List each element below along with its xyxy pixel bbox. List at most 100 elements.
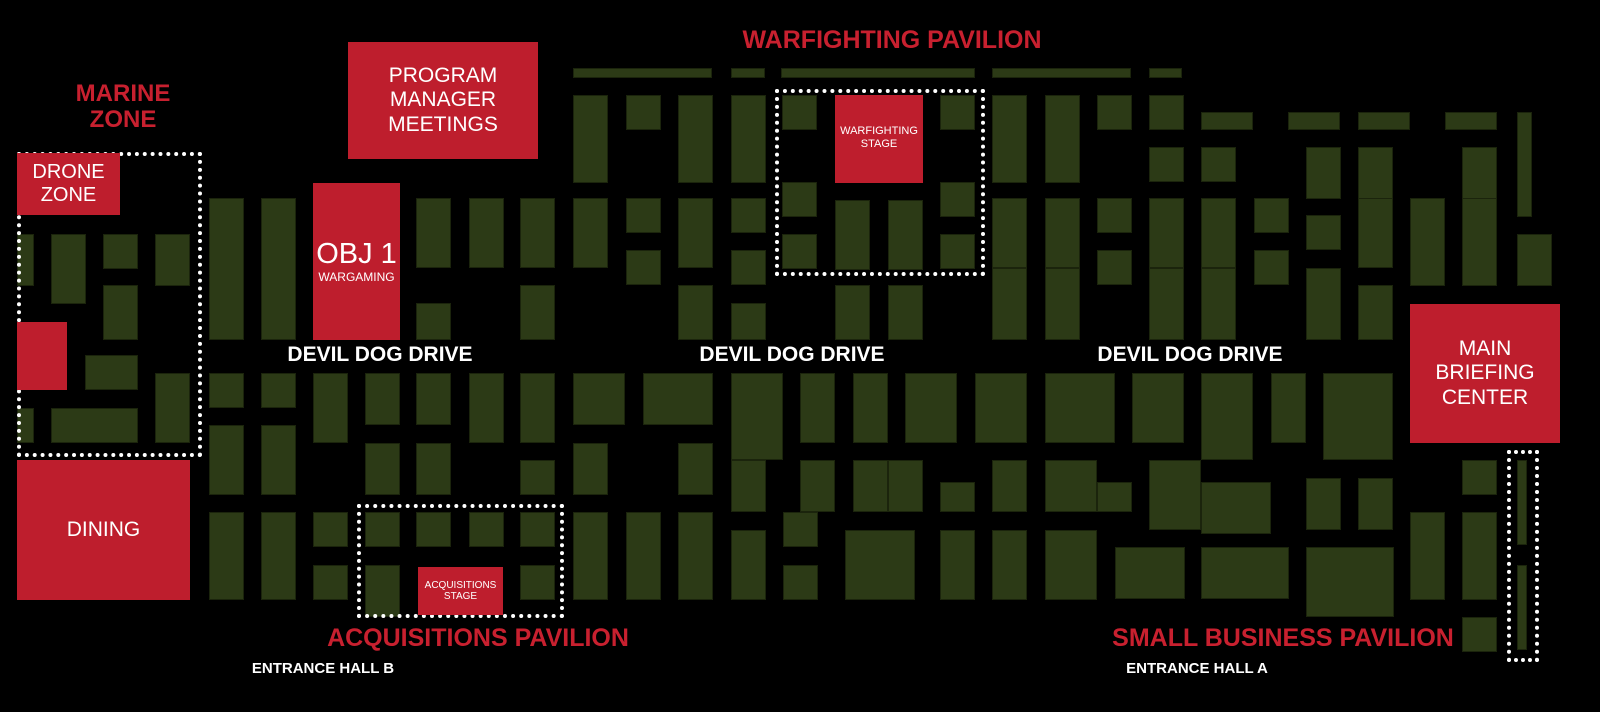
booth[interactable] (1462, 617, 1497, 652)
booth[interactable] (643, 373, 713, 425)
booth[interactable] (992, 68, 1131, 78)
booth[interactable] (520, 512, 555, 547)
booth[interactable] (1410, 512, 1445, 600)
main-briefing-center[interactable]: MAIN BRIEFING CENTER (1410, 304, 1560, 443)
booth[interactable] (992, 95, 1027, 183)
booth[interactable] (940, 95, 975, 130)
booth[interactable] (1445, 112, 1497, 130)
booth[interactable] (992, 530, 1027, 600)
booth[interactable] (313, 373, 348, 443)
booth[interactable] (731, 95, 766, 183)
booth[interactable] (1149, 68, 1182, 78)
booth[interactable] (1045, 95, 1080, 183)
warfighting-stage[interactable]: WARFIGHTING STAGE (835, 95, 923, 183)
dining-area[interactable]: DINING (17, 460, 190, 600)
booth[interactable] (800, 460, 835, 512)
booth[interactable] (1254, 250, 1289, 285)
booth[interactable] (678, 512, 713, 600)
booth[interactable] (731, 198, 766, 233)
booth[interactable] (888, 460, 923, 512)
booth[interactable] (261, 373, 296, 408)
booth[interactable] (1462, 460, 1497, 495)
booth[interactable] (905, 373, 957, 443)
booth[interactable] (835, 200, 870, 270)
booth[interactable] (782, 234, 817, 269)
booth[interactable] (1149, 147, 1184, 182)
booth[interactable] (1149, 268, 1184, 340)
booth[interactable] (1306, 147, 1341, 199)
booth[interactable] (1517, 565, 1527, 650)
booth[interactable] (800, 373, 835, 443)
booth[interactable] (209, 198, 244, 340)
booth[interactable] (1097, 95, 1132, 130)
booth[interactable] (17, 408, 34, 443)
booth[interactable] (1201, 112, 1253, 130)
booth[interactable] (416, 373, 451, 425)
booth[interactable] (1201, 373, 1253, 460)
booth[interactable] (155, 234, 190, 286)
booth[interactable] (845, 530, 915, 600)
booth[interactable] (626, 198, 661, 233)
booth[interactable] (520, 198, 555, 268)
booth[interactable] (469, 373, 504, 443)
booth[interactable] (940, 482, 975, 512)
booth[interactable] (678, 443, 713, 495)
booth[interactable] (209, 512, 244, 600)
booth[interactable] (992, 460, 1027, 512)
booth[interactable] (365, 443, 400, 495)
booth[interactable] (261, 425, 296, 495)
booth[interactable] (1097, 198, 1132, 233)
booth[interactable] (365, 565, 400, 617)
booth[interactable] (853, 460, 888, 512)
booth[interactable] (416, 512, 451, 547)
booth[interactable] (1201, 147, 1236, 182)
booth[interactable] (731, 68, 765, 78)
booth[interactable] (573, 95, 608, 183)
booth[interactable] (783, 565, 818, 600)
booth[interactable] (1517, 234, 1552, 286)
booth[interactable] (1201, 268, 1236, 340)
booth[interactable] (1254, 198, 1289, 233)
booth[interactable] (783, 512, 818, 547)
booth[interactable] (1132, 373, 1184, 443)
booth[interactable] (1045, 268, 1080, 340)
obj1-wargaming-area[interactable]: OBJ 1 WARGAMING (313, 183, 400, 340)
booth[interactable] (940, 182, 975, 217)
booth[interactable] (1045, 373, 1115, 443)
booth[interactable] (835, 285, 870, 340)
booth[interactable] (209, 425, 244, 495)
booth[interactable] (731, 250, 766, 285)
booth[interactable] (1358, 147, 1393, 199)
booth[interactable] (1149, 460, 1201, 530)
booth[interactable] (1288, 112, 1340, 130)
booth[interactable] (1115, 547, 1185, 599)
booth[interactable] (731, 460, 766, 512)
booth[interactable] (313, 512, 348, 547)
booth[interactable] (155, 373, 190, 443)
booth[interactable] (678, 198, 713, 268)
booth[interactable] (1462, 198, 1497, 286)
booth[interactable] (1201, 547, 1289, 599)
booth[interactable] (85, 355, 138, 390)
booth[interactable] (1149, 198, 1184, 268)
booth[interactable] (261, 198, 296, 340)
booth[interactable] (261, 512, 296, 600)
acquisitions-stage[interactable]: ACQUISITIONS STAGE (418, 567, 503, 615)
booth[interactable] (520, 285, 555, 340)
booth[interactable] (51, 408, 138, 443)
booth[interactable] (626, 512, 661, 600)
booth[interactable] (1306, 478, 1341, 530)
booth[interactable] (469, 512, 504, 547)
booth[interactable] (1097, 250, 1132, 285)
booth[interactable] (51, 234, 86, 304)
booth[interactable] (1517, 112, 1532, 217)
booth[interactable] (992, 268, 1027, 340)
booth[interactable] (1306, 215, 1341, 250)
booth[interactable] (1517, 460, 1527, 545)
booth[interactable] (1358, 478, 1393, 530)
booth[interactable] (1306, 268, 1341, 340)
booth[interactable] (103, 234, 138, 269)
booth[interactable] (731, 303, 766, 340)
booth[interactable] (1201, 198, 1236, 268)
booth[interactable] (416, 443, 451, 495)
